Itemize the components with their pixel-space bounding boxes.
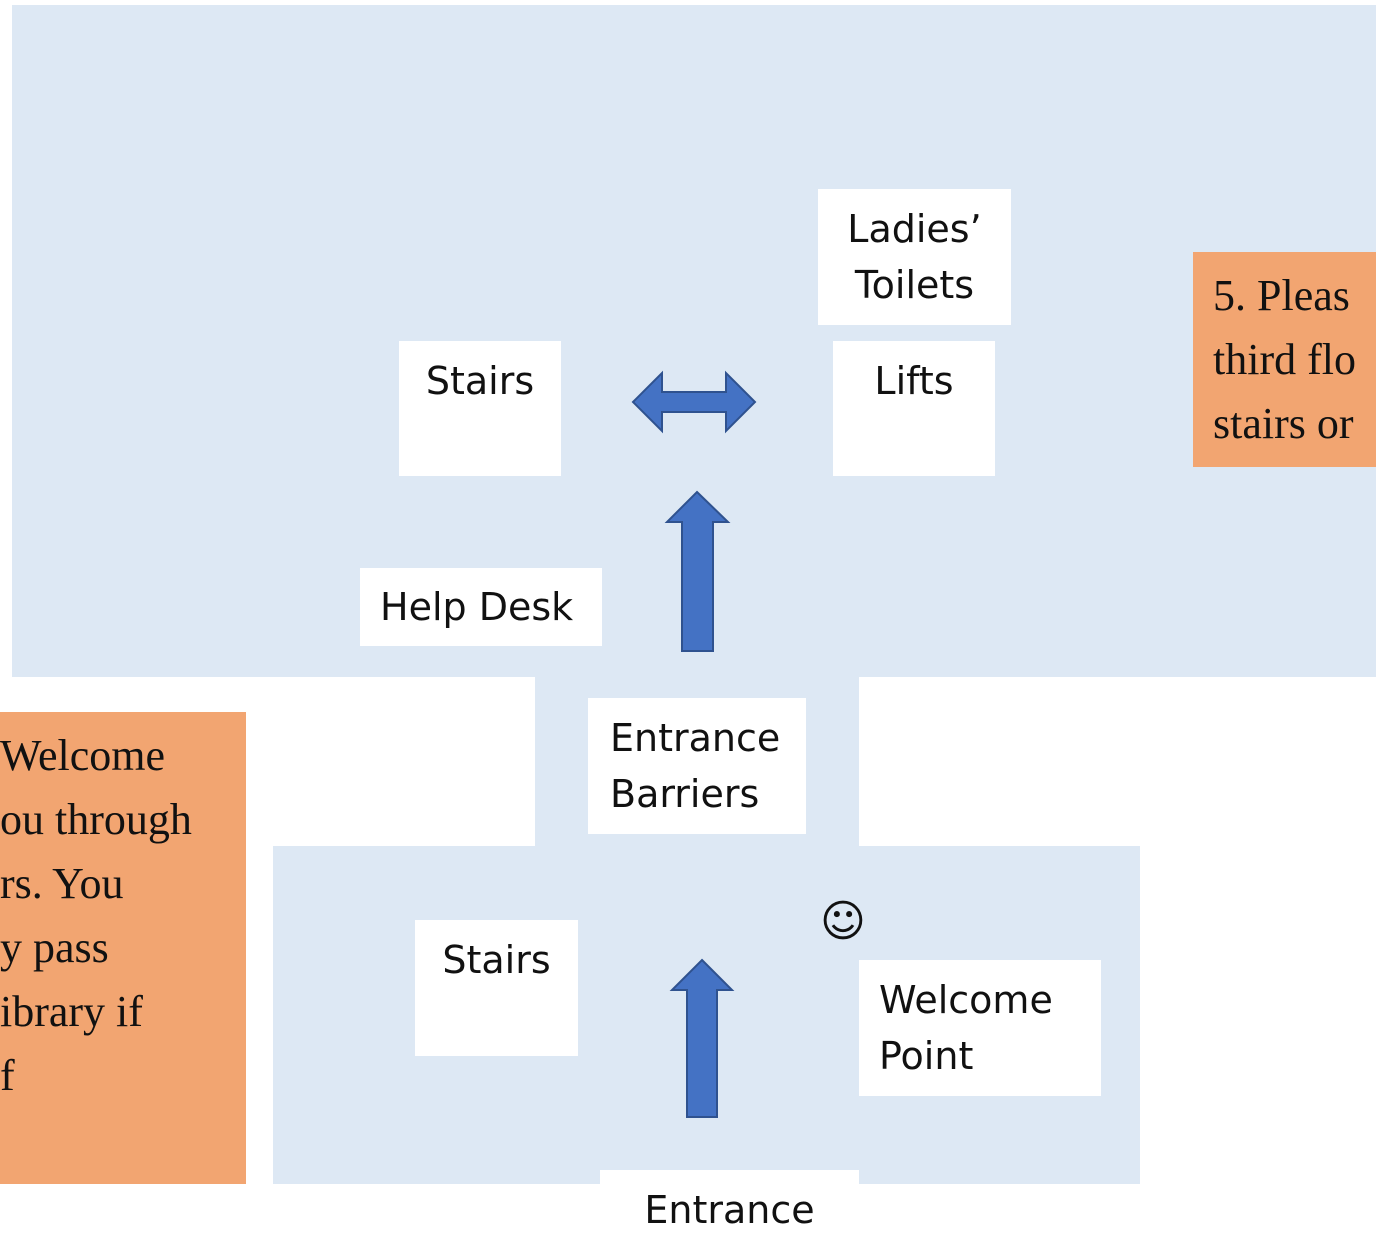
entrance-barriers-label: Entrance Barriers (588, 698, 806, 834)
lifts-label: Lifts (833, 341, 995, 476)
help-desk-label: Help Desk (360, 568, 602, 646)
stairs-lower-text: Stairs (442, 938, 551, 982)
ladies-toilets-label: Ladies’ Toilets (818, 189, 1011, 325)
double-arrow-icon (631, 370, 757, 434)
stairs-upper-text: Stairs (425, 359, 535, 403)
note-left: Welcome ou through rs. You y pass ibrary… (0, 712, 246, 1184)
up-arrow-upper-icon (664, 490, 731, 652)
welcome-point-line-1: Welcome (879, 978, 1053, 1022)
stairs-upper-label: Stairs (399, 341, 561, 476)
entrance-text: Entrance (644, 1188, 815, 1232)
ladies-toilets-line-2: Toilets (854, 263, 975, 307)
welcome-point-line-2: Point (879, 1034, 974, 1078)
note-left-line-4: y pass (0, 923, 109, 972)
note-right-line-1: 5. Pleas (1213, 271, 1350, 320)
entrance-label: Entrance (600, 1170, 859, 1232)
note-left-line-2: ou through (0, 795, 192, 844)
note-left-line-1: Welcome (0, 731, 166, 780)
note-right-line-2: third flo (1213, 335, 1356, 384)
note-right-line-3: stairs or (1213, 399, 1354, 448)
entrance-barriers-line-1: Entrance (610, 716, 781, 760)
welcome-point-label: Welcome Point (859, 960, 1101, 1096)
note-left-line-6: f (0, 1051, 15, 1100)
stairs-lower-label: Stairs (415, 920, 578, 1056)
ladies-toilets-line-1: Ladies’ (847, 207, 982, 251)
lifts-text: Lifts (874, 359, 954, 403)
up-arrow-lower-icon (669, 958, 735, 1118)
smiley-icon: ☺ (820, 896, 866, 947)
entrance-barriers-line-2: Barriers (610, 772, 760, 816)
note-left-line-5: ibrary if (0, 987, 143, 1036)
note-right: 5. Pleas third flo stairs or (1193, 252, 1376, 467)
help-desk-text: Help Desk (380, 585, 574, 629)
note-left-line-3: rs. You (0, 859, 124, 908)
